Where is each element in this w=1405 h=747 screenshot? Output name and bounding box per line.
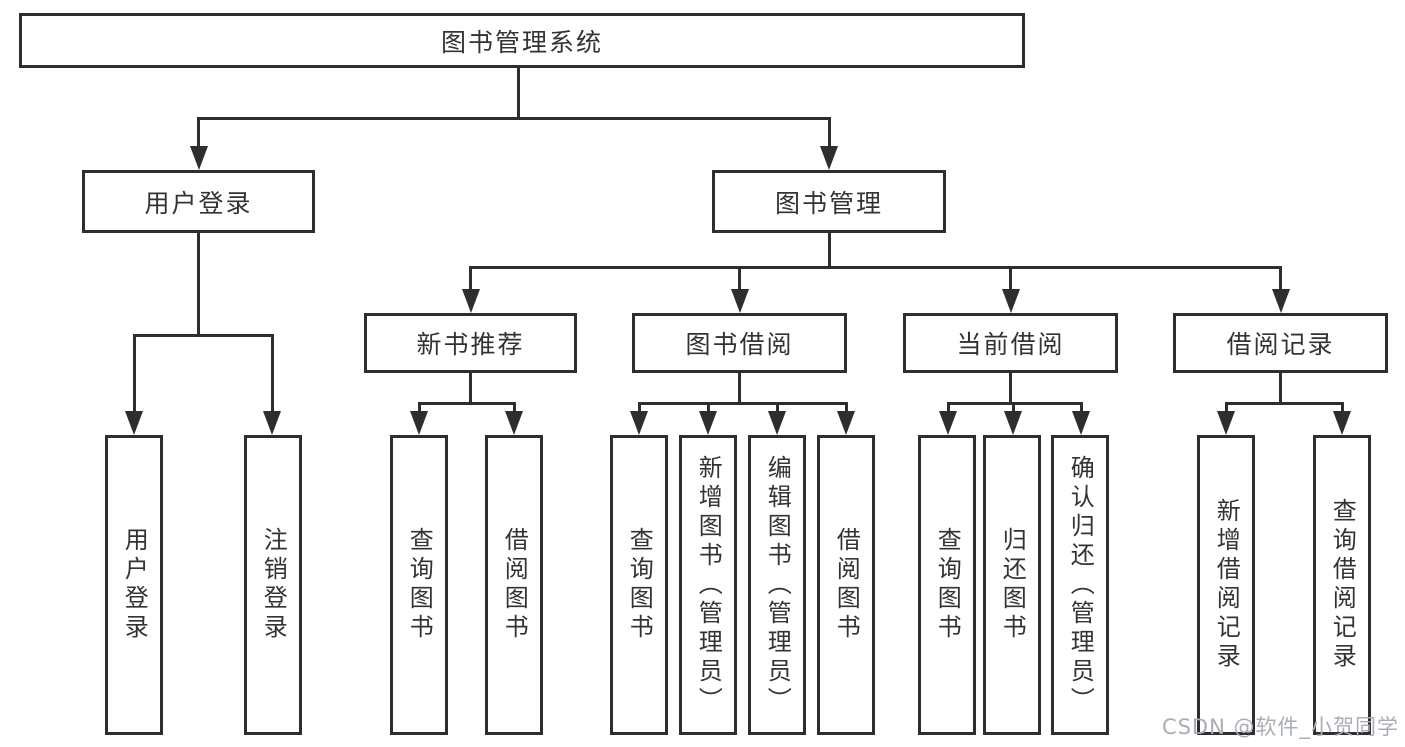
connector-g2-drop-3 bbox=[776, 402, 779, 411]
leaf-bb-query-books-label: 查询图书 bbox=[625, 527, 654, 643]
node-root-label: 图书管理系统 bbox=[440, 27, 603, 57]
connector-root-branch bbox=[197, 117, 831, 120]
leaf-bb-borrow-books: 借阅图书 bbox=[817, 435, 875, 735]
leaf-logout: 注销登录 bbox=[244, 435, 302, 735]
node-user-login: 用户登录 bbox=[82, 170, 315, 233]
leaf-user-login-label: 用户登录 bbox=[120, 527, 149, 643]
arrowhead-g4-2 bbox=[1333, 411, 1351, 435]
node-book-borrow-label: 图书借阅 bbox=[685, 330, 794, 359]
connector-book-mgmt-branch bbox=[469, 266, 1281, 269]
leaf-cb-return-books-label: 归还图书 bbox=[998, 527, 1027, 643]
arrowhead-g1-1 bbox=[410, 411, 428, 435]
connector-drop-book-borrow bbox=[738, 266, 741, 289]
connector-g3-branch bbox=[947, 402, 1083, 405]
node-current-borrow-label: 当前借阅 bbox=[956, 330, 1065, 359]
connector-drop-leaf-login bbox=[133, 334, 136, 411]
node-book-borrow: 图书借阅 bbox=[632, 313, 847, 373]
connector-g2-drop-4 bbox=[845, 402, 848, 411]
arrowhead-g2-3 bbox=[768, 411, 786, 435]
connector-g1-drop-2 bbox=[513, 402, 516, 411]
connector-g4-stem bbox=[1279, 373, 1282, 405]
arrowhead-g1-2 bbox=[505, 411, 523, 435]
connector-root-stem bbox=[517, 68, 520, 117]
arrowhead-leaf-logout bbox=[263, 411, 281, 435]
connector-g1-branch bbox=[418, 402, 514, 405]
connector-g3-drop-3 bbox=[1080, 402, 1083, 411]
connector-drop-new-book bbox=[469, 266, 472, 289]
leaf-cb-query-books-label: 查询图书 bbox=[933, 527, 962, 643]
arrowhead-user-login bbox=[190, 146, 208, 170]
connector-drop-leaf-logout bbox=[271, 334, 274, 411]
arrowhead-g4-1 bbox=[1217, 411, 1235, 435]
connector-g4-branch bbox=[1225, 402, 1343, 405]
connector-g1-drop-1 bbox=[418, 402, 421, 411]
connector-drop-current-borrow bbox=[1009, 266, 1012, 289]
connector-book-mgmt-stem bbox=[828, 233, 831, 269]
arrowhead-g2-1 bbox=[630, 411, 648, 435]
arrowhead-book-mgmt bbox=[820, 146, 838, 170]
leaf-cb-confirm-return-admin-label: 确认归还（管理员） bbox=[1066, 454, 1095, 716]
connector-g2-drop-2 bbox=[707, 402, 710, 411]
leaf-nbr-borrow-books-label: 借阅图书 bbox=[500, 527, 529, 643]
connector-g4-drop-2 bbox=[1341, 402, 1344, 411]
leaf-nbr-query-books: 查询图书 bbox=[390, 435, 448, 735]
node-book-mgmt-label: 图书管理 bbox=[774, 188, 883, 218]
node-new-book-recommend: 新书推荐 bbox=[364, 313, 577, 373]
csdn-watermark: CSDN @软件_小贺同学 bbox=[1161, 715, 1399, 739]
node-book-mgmt: 图书管理 bbox=[712, 170, 946, 233]
leaf-logout-label: 注销登录 bbox=[259, 527, 288, 643]
arrowhead-g2-4 bbox=[837, 411, 855, 435]
leaf-nbr-borrow-books: 借阅图书 bbox=[485, 435, 543, 735]
node-root: 图书管理系统 bbox=[19, 13, 1025, 68]
connector-g2-branch bbox=[638, 402, 846, 405]
arrowhead-new-book bbox=[462, 289, 480, 313]
connector-drop-borrow-records bbox=[1279, 266, 1282, 289]
leaf-bb-edit-books-admin: 编辑图书（管理员） bbox=[748, 435, 806, 735]
connector-user-login-branch bbox=[133, 334, 274, 337]
leaf-bb-add-books-admin: 新增图书（管理员） bbox=[679, 435, 737, 735]
connector-g3-stem bbox=[1009, 373, 1012, 405]
node-new-book-recommend-label: 新书推荐 bbox=[416, 330, 525, 359]
leaf-bb-edit-books-admin-label: 编辑图书（管理员） bbox=[763, 454, 792, 716]
node-borrow-records: 借阅记录 bbox=[1173, 313, 1388, 373]
arrowhead-g3-1 bbox=[939, 411, 957, 435]
leaf-cb-confirm-return-admin: 确认归还（管理员） bbox=[1051, 435, 1109, 735]
leaf-br-query-record: 查询借阅记录 bbox=[1313, 435, 1371, 735]
leaf-br-add-record: 新增借阅记录 bbox=[1197, 435, 1255, 735]
arrowhead-current-borrow bbox=[1002, 289, 1020, 313]
connector-drop-user-login bbox=[197, 117, 200, 146]
leaf-nbr-query-books-label: 查询图书 bbox=[405, 527, 434, 643]
arrowhead-g3-2 bbox=[1004, 411, 1022, 435]
leaf-bb-borrow-books-label: 借阅图书 bbox=[832, 527, 861, 643]
node-current-borrow: 当前借阅 bbox=[903, 313, 1118, 373]
connector-user-login-stem bbox=[197, 233, 200, 337]
arrowhead-g3-3 bbox=[1072, 411, 1090, 435]
arrowhead-leaf-login bbox=[125, 411, 143, 435]
connector-drop-book-mgmt bbox=[828, 117, 831, 146]
connector-g1-stem bbox=[469, 373, 472, 405]
arrowhead-book-borrow bbox=[731, 289, 749, 313]
connector-g3-drop-1 bbox=[947, 402, 950, 411]
connector-g2-drop-1 bbox=[638, 402, 641, 411]
leaf-cb-return-books: 归还图书 bbox=[983, 435, 1041, 735]
arrowhead-g2-2 bbox=[699, 411, 717, 435]
connector-g4-drop-1 bbox=[1225, 402, 1228, 411]
leaf-bb-query-books: 查询图书 bbox=[610, 435, 668, 735]
leaf-user-login: 用户登录 bbox=[105, 435, 163, 735]
leaf-cb-query-books: 查询图书 bbox=[918, 435, 976, 735]
connector-g2-stem bbox=[738, 373, 741, 405]
connector-g3-drop-2 bbox=[1012, 402, 1015, 411]
node-user-login-label: 用户登录 bbox=[144, 188, 253, 218]
node-borrow-records-label: 借阅记录 bbox=[1226, 330, 1335, 359]
arrowhead-borrow-records bbox=[1272, 289, 1290, 313]
leaf-br-add-record-label: 新增借阅记录 bbox=[1212, 498, 1241, 672]
leaf-bb-add-books-admin-label: 新增图书（管理员） bbox=[694, 454, 723, 716]
leaf-br-query-record-label: 查询借阅记录 bbox=[1328, 498, 1357, 672]
